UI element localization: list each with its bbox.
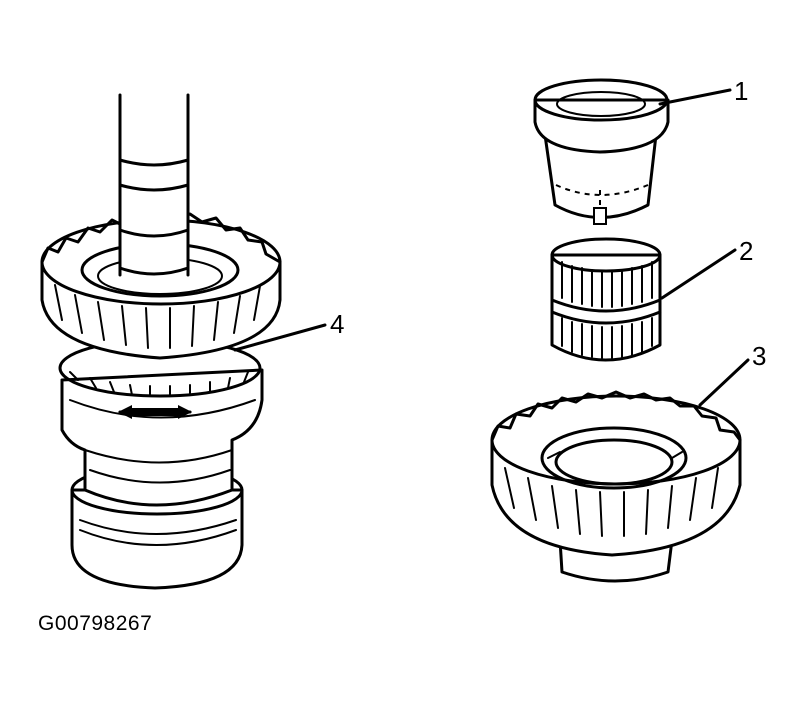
shaft-gear-assembly <box>40 93 282 590</box>
leader-lines <box>233 88 750 407</box>
needle-bearing <box>550 237 662 362</box>
synchronizer-body <box>60 368 264 507</box>
figure-id-label: G00798267 <box>38 612 153 635</box>
callout-4: 4 <box>330 309 344 339</box>
callout-3: 3 <box>752 341 766 371</box>
bottom-collar <box>70 464 244 590</box>
shaft <box>118 93 190 277</box>
callout-1: 1 <box>734 76 748 106</box>
bearing-cup <box>533 78 670 225</box>
loose-gear <box>490 390 742 583</box>
callout-2: 2 <box>739 236 753 266</box>
